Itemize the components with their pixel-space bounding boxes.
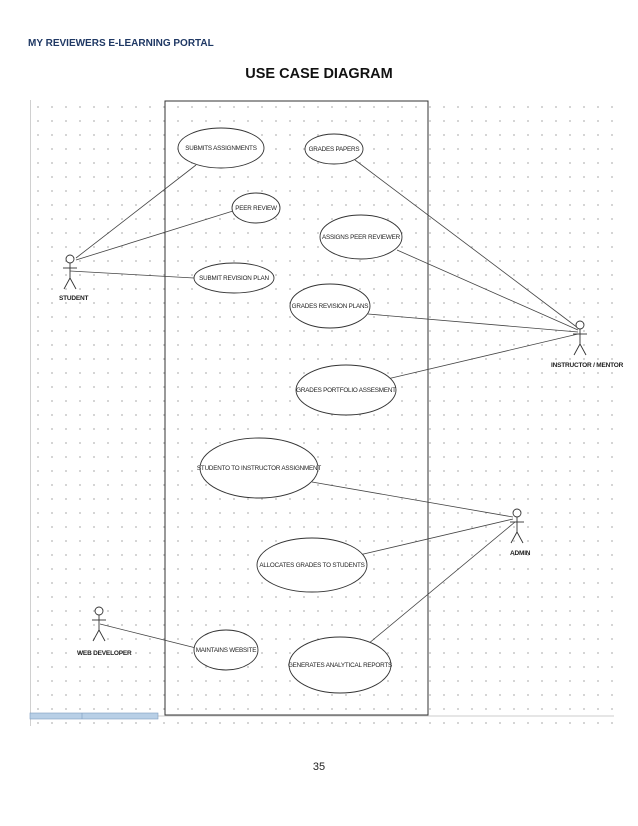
- actor-label-admin: ADMIN: [510, 550, 531, 557]
- association-webdev-maintains-website: [99, 623, 197, 649]
- usecase-label: GENERATES ANALYTICAL REPORTS: [288, 662, 392, 669]
- usecase-generates-analytical-reports: [288, 636, 392, 694]
- association-admin-student-to-instructor: [311, 481, 514, 518]
- association-admin-allocates-grades: [354, 518, 514, 557]
- usecase-grades-papers: [304, 133, 364, 165]
- association-student-peer-review: [75, 210, 234, 261]
- actor-admin: [510, 508, 524, 544]
- page-number: 35: [312, 761, 326, 773]
- association-instructor-grades-revision-plans: [367, 313, 579, 333]
- association-admin-generates-reports: [367, 521, 516, 645]
- usecase-label: MAINTAINS WEBSITE: [196, 647, 257, 654]
- usecase-grades-revision-plans: [289, 283, 371, 329]
- portal-header: MY REVIEWERS E-LEARNING PORTAL: [28, 38, 214, 49]
- actor-label-web-developer: WEB DEVELOPER: [77, 650, 132, 657]
- usecase-label: ASSIGNS PEER REVIEWER: [322, 234, 401, 241]
- actor-instructor-mentor: [573, 320, 587, 356]
- usecase-label: SUBMIT REVISION PLAN: [199, 275, 269, 282]
- association-instructor-assigns-peer-reviewer: [396, 249, 579, 331]
- usecase-submits-assignments: [177, 127, 265, 169]
- association-student-submit-revision-plan: [69, 270, 195, 279]
- usecase-submit-revision-plan: [193, 262, 275, 294]
- usecase-label: GRADES PAPERS: [309, 146, 360, 153]
- usecase-label: SUBMITS ASSIGNMENTS: [185, 145, 256, 152]
- usecase-label: STUDENTO TO INSTRUCTOR ASSIGNMENT: [197, 465, 321, 472]
- actor-label-student: STUDENT: [59, 295, 89, 302]
- editor-tab-strip: [29, 712, 614, 720]
- usecase-maintains-website: [193, 629, 259, 671]
- page-title: USE CASE DIAGRAM: [245, 66, 393, 82]
- association-instructor-grades-portfolio: [382, 333, 579, 381]
- system-boundary: [164, 100, 429, 716]
- association-student-submits-assignments: [75, 164, 197, 259]
- usecase-label: ALLOCATES GRADES TO STUDENTS: [259, 562, 364, 569]
- usecase-grades-portfolio-assesment: [295, 364, 397, 416]
- usecase-assigns-peer-reviewer: [319, 214, 403, 260]
- usecase-student-to-instructor-assignment: [199, 437, 319, 499]
- usecase-label: PEER REVIEW: [235, 205, 277, 212]
- diagram-canvas: [30, 100, 615, 726]
- association-instructor-grades-papers: [354, 159, 579, 329]
- usecase-label: GRADES REVISION PLANS: [292, 303, 369, 310]
- actor-web-developer: [92, 606, 106, 642]
- usecase-label: GRADES PORTFOLIO ASSESMENT: [296, 387, 396, 394]
- actor-label-instructor: INSTRUCTOR / MENTOR: [551, 362, 624, 369]
- actor-student: [63, 254, 77, 290]
- usecase-peer-review: [231, 192, 281, 224]
- usecase-allocates-grades: [256, 537, 368, 593]
